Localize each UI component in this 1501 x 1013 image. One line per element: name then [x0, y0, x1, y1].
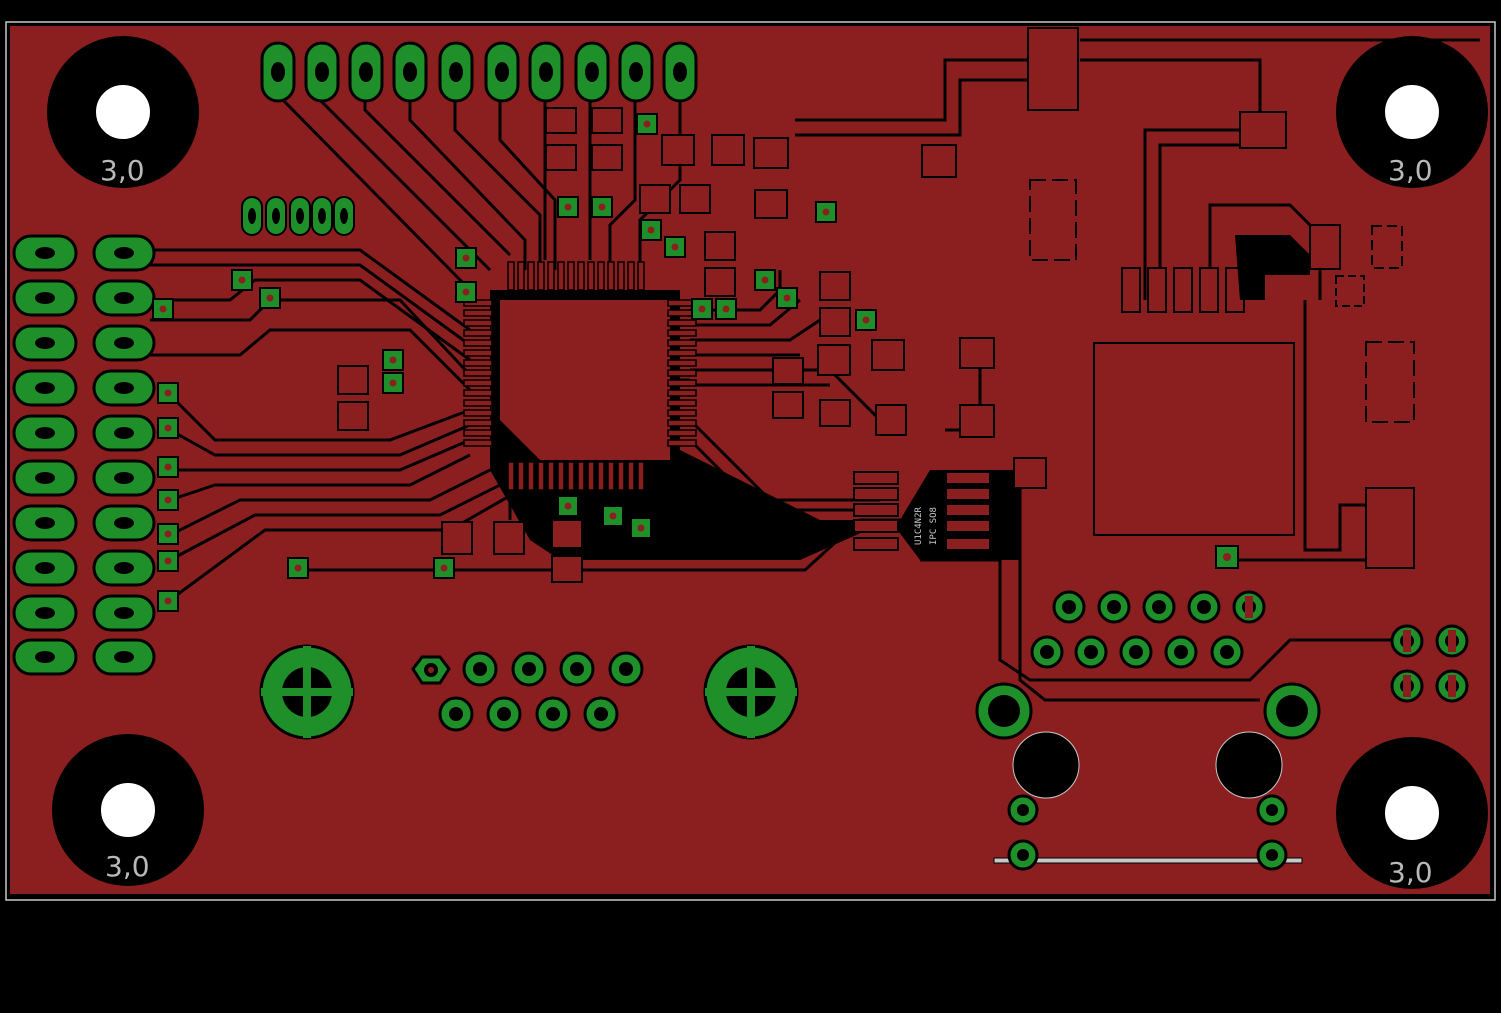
small-header-pads: [241, 196, 355, 236]
mounting-hole-label: 3,0: [100, 154, 145, 187]
mounting-hole-top-right: 3,0: [1336, 36, 1488, 188]
so8-silk-label-2: U1C4N2R: [914, 506, 924, 545]
left-header-pads: [12, 234, 156, 676]
vias: [152, 113, 1239, 612]
mounting-hole-bottom-left: 3,0: [52, 734, 204, 886]
db-connector: [259, 644, 799, 740]
so8-silk-label-1: IPC SO8: [929, 507, 939, 545]
mounting-hole-label: 3,0: [1388, 856, 1433, 889]
regulator-tab-area: [1235, 235, 1310, 300]
board-outline: [5, 21, 1496, 901]
mounting-hole-top-left: 3,0: [47, 36, 199, 188]
so8-footprint: [853, 471, 991, 551]
mounting-hole-label: 3,0: [105, 850, 150, 883]
usb-connector: [975, 682, 1321, 871]
mounting-hole-bottom-right: 3,0: [1336, 737, 1488, 889]
mounting-hole-label: 3,0: [1388, 154, 1433, 187]
right-header-pads: [1030, 590, 1469, 703]
smd-pads: [337, 27, 1415, 583]
qfp-pins: [463, 261, 697, 491]
qfp-inner: [500, 300, 670, 460]
top-header-pads: [260, 41, 698, 103]
